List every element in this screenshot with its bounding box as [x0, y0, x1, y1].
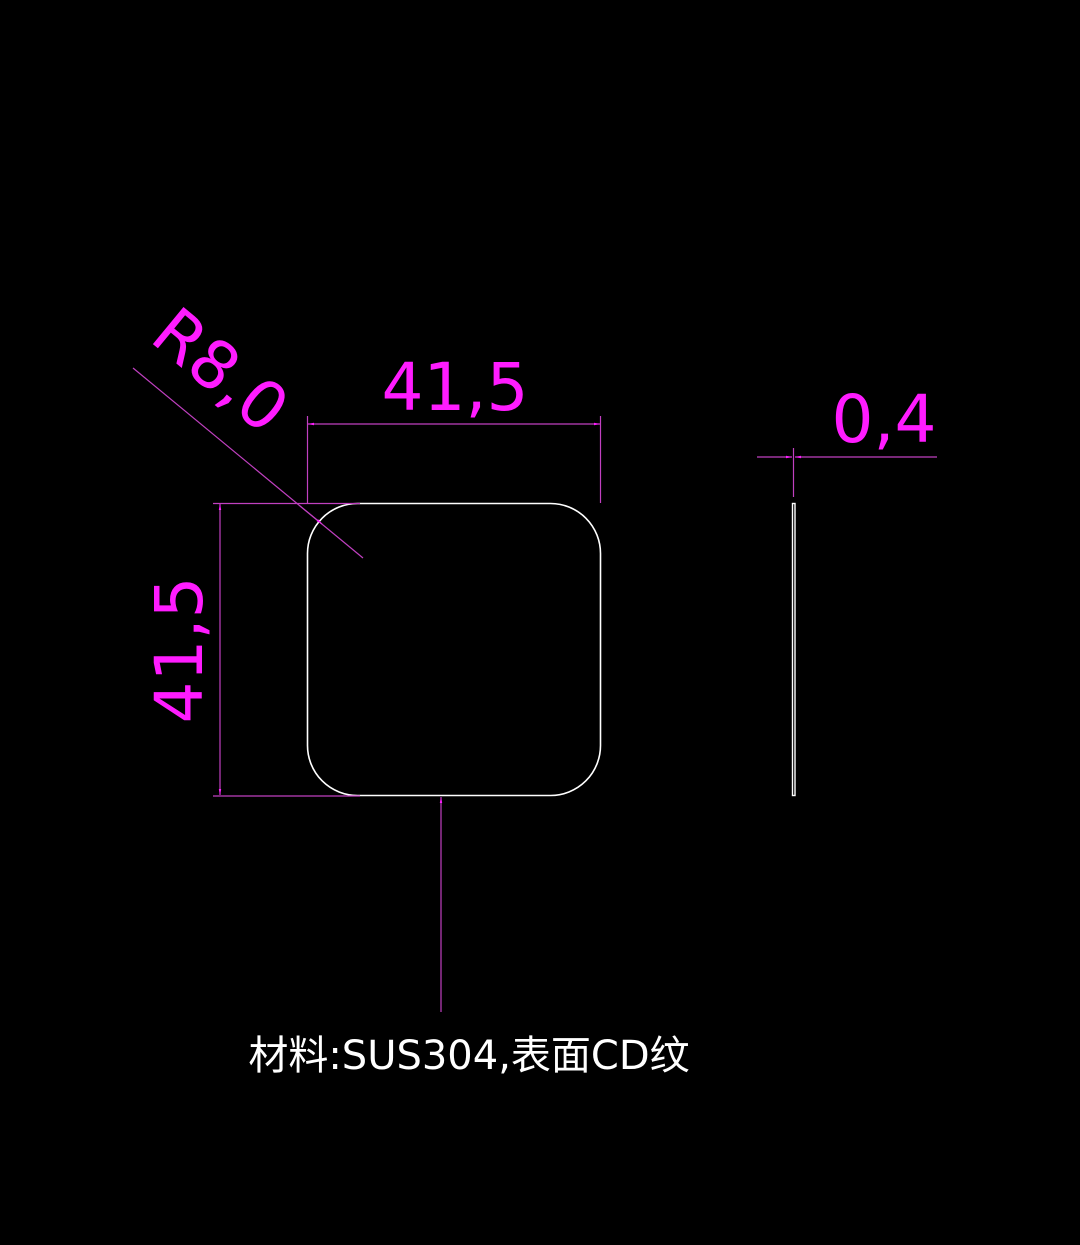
front-view [306, 502, 602, 797]
radius-arrow [299, 505, 323, 525]
thickness-dimension: 0,4 [757, 381, 937, 497]
part-outline [306, 502, 602, 797]
material-note: 材料:SUS304,表面CD纹 [248, 1033, 689, 1079]
height-dimension: 41,5 [141, 502, 360, 797]
width-label: 41,5 [382, 349, 529, 426]
side-view [791, 502, 796, 797]
width-dimension: 41,5 [306, 349, 602, 503]
radius-dimension: R8,0 [132, 293, 364, 559]
radius-leader-line [132, 367, 364, 559]
thickness-label: 0,4 [832, 381, 937, 458]
side-profile [791, 502, 796, 797]
radius-label: R8,0 [138, 293, 303, 448]
height-label: 41,5 [141, 577, 218, 724]
